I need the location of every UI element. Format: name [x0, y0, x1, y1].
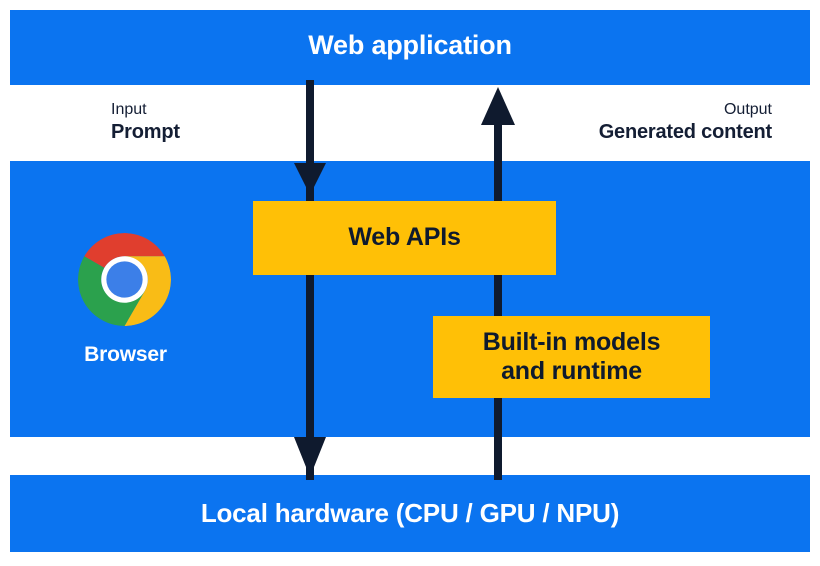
local-hardware-band	[10, 475, 810, 552]
web-apis-label: Web APIs	[348, 223, 461, 252]
chrome-logo-icon	[78, 233, 171, 326]
web-apis-box[interactable]: Web APIs	[253, 201, 556, 275]
builtin-models-line-1: Built-in models	[482, 327, 661, 356]
input-flow-label: Input Prompt	[111, 100, 180, 145]
input-value: Prompt	[111, 121, 180, 143]
output-value: Generated content	[598, 121, 773, 143]
web-application-label: Web application	[308, 30, 512, 60]
builtin-models-label: Built-in models and runtime	[483, 328, 661, 387]
local-hardware-label: Local hardware (CPU / GPU / NPU)	[200, 498, 620, 528]
builtin-models-line-2: and runtime	[501, 357, 642, 385]
output-flow-label: Output Generated content	[598, 100, 773, 145]
browser-label: Browser	[84, 343, 167, 366]
builtin-models-box[interactable]: Built-in models and runtime	[433, 316, 710, 398]
output-caption: Output	[723, 101, 772, 118]
web-application-band	[10, 10, 810, 85]
input-caption: Input	[111, 101, 147, 118]
